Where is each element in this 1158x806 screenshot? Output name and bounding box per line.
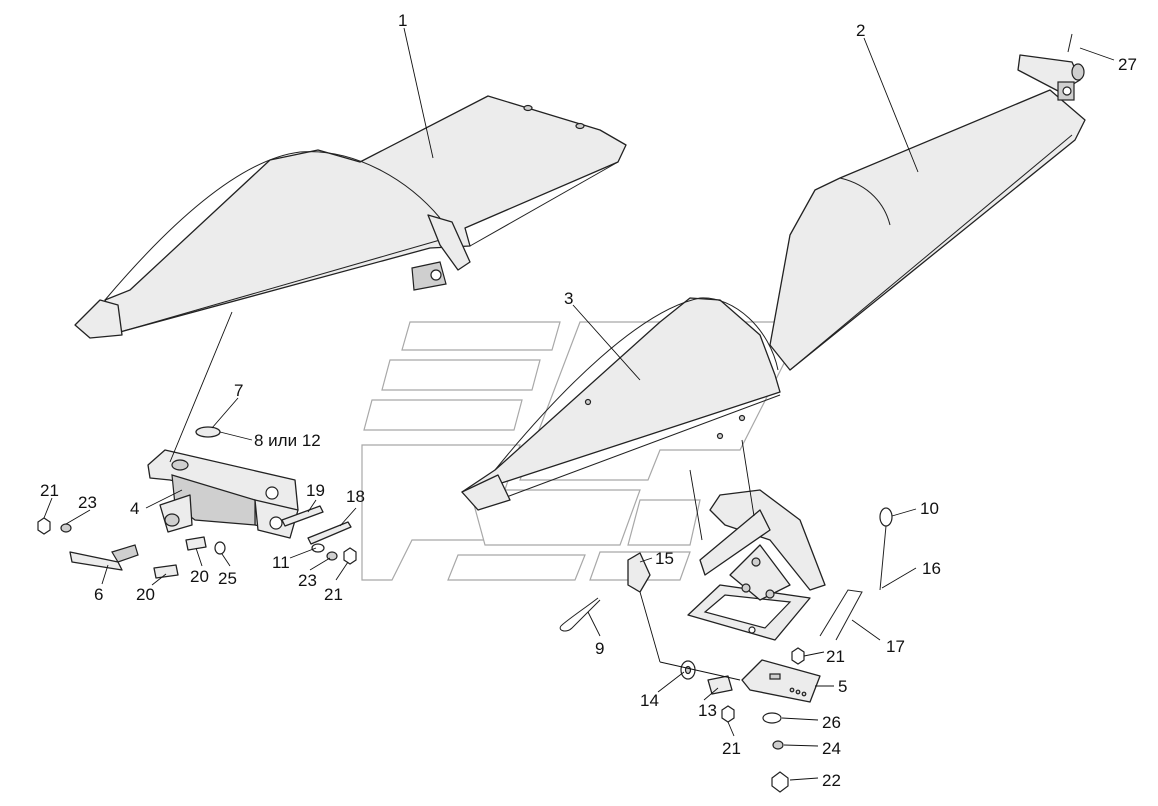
callout-3: 3: [564, 289, 573, 308]
callout-11: 11: [272, 553, 290, 572]
part-26-washer: [762, 712, 782, 724]
part-21-nut-frame: [791, 647, 805, 665]
part-2-right-fairing: [769, 54, 1086, 371]
callout-21-left: 21: [40, 481, 59, 500]
callout-20-lower: 20: [136, 585, 155, 604]
part-14-washer: [680, 660, 696, 680]
part-23-washer-left: [60, 523, 72, 533]
part-20-bolt-lower: [153, 564, 179, 579]
callout-21-lower: 21: [722, 739, 741, 758]
callout-16: 16: [922, 559, 941, 578]
callout-7: 7: [234, 381, 243, 400]
callout-20-upper: 20: [190, 567, 209, 586]
part-11-washer: [311, 543, 325, 553]
part-6-handle: [69, 544, 139, 571]
callout-21-right: 21: [324, 585, 343, 604]
part-13-bolt: [707, 675, 733, 695]
part-1-left-fairing: [74, 95, 627, 339]
part-10-16-pin: [879, 507, 893, 591]
callout-24: 24: [822, 739, 841, 758]
callout-5: 5: [838, 677, 847, 696]
callout-23-right: 23: [298, 571, 317, 590]
part-9-lynch-pin: [559, 597, 601, 632]
part-17-u-bolt: [819, 589, 863, 641]
part-5-plate: [741, 659, 821, 703]
callout-25: 25: [218, 569, 237, 588]
callout-9: 9: [595, 639, 604, 658]
callout-15: 15: [655, 549, 674, 568]
callout-10: 10: [920, 499, 939, 518]
part-22-nut: [771, 771, 789, 793]
support-frame-assembly: [687, 489, 826, 641]
part-21-nut-right: [343, 547, 357, 565]
callout-1: 1: [398, 11, 407, 30]
callout-17: 17: [886, 637, 905, 656]
callout-22: 22: [822, 771, 841, 790]
part-25-washer: [214, 541, 226, 555]
part-24-washer: [772, 740, 784, 750]
callout-4: 4: [130, 499, 139, 518]
part-21-nut-left: [37, 517, 51, 535]
leader-lines: [43, 27, 1115, 781]
callout-18: 18: [346, 487, 365, 506]
callout-19: 19: [306, 481, 325, 500]
part-18-strip: [307, 521, 352, 545]
part-20-bolt: [185, 536, 207, 551]
part-19-strip: [281, 505, 324, 527]
callout-27: 27: [1118, 55, 1137, 74]
part-4-hinge-bracket: [147, 449, 299, 539]
callout-26: 26: [822, 713, 841, 732]
part-7-clip: [195, 426, 221, 438]
callout-6: 6: [94, 585, 103, 604]
part-21-nut-lower: [721, 705, 735, 723]
callout-13: 13: [698, 701, 717, 720]
callout-14: 14: [640, 691, 659, 710]
callout-21-frame: 21: [826, 647, 845, 666]
callout-2: 2: [856, 21, 865, 40]
callout-23-left: 23: [78, 493, 97, 512]
part-15-cone-bolt: [627, 552, 651, 593]
callout-8: 8 или 12: [254, 431, 321, 450]
part-27-pin: [1067, 33, 1073, 53]
part-3-lower-fairing: [461, 297, 781, 511]
callout-labels: 1 2 3 4 5 6 7 8 или 12 9 10 11 13 14 15 …: [40, 11, 1137, 790]
